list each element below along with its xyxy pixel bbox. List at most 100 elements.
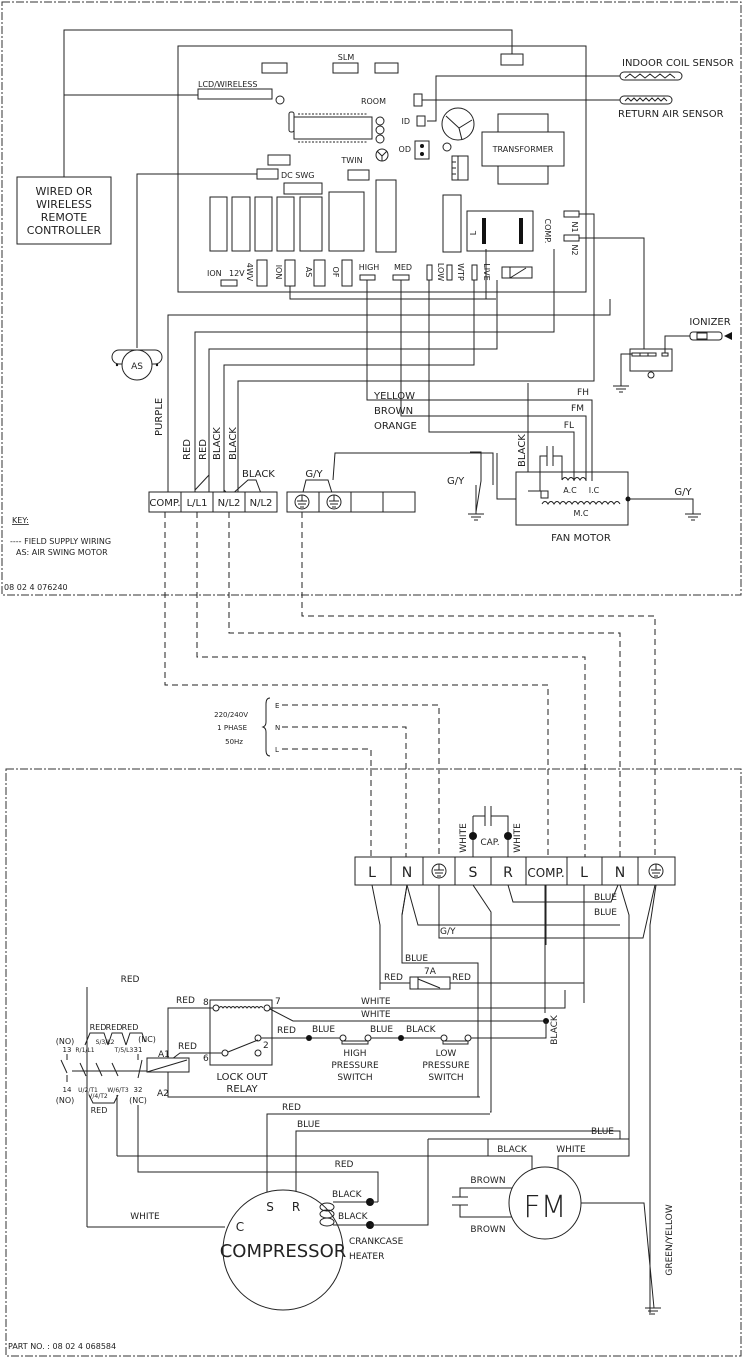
relay-name-1: LOCK OUT [216, 1072, 268, 1083]
wire-blue-label-3: BLUE [405, 954, 428, 964]
fan-motor-fm-label: FM [523, 1190, 566, 1225]
wire-blue-lp-label: BLUE [370, 1025, 393, 1035]
fm-black-label: BLACK [497, 1145, 528, 1155]
ion-relay-label: ION [274, 265, 283, 280]
wire-red-label-2: RED [198, 439, 209, 460]
remote-controller: WIRED OR WIRELESS REMOTE CONTROLLER [16, 176, 112, 245]
slm-label: SLM [338, 53, 355, 62]
crankcase-heater-label-1: CRANKCASE [349, 1237, 404, 1247]
remote-label-4: CONTROLLER [27, 224, 102, 237]
compressor: S R C COMPRESSOR [220, 1189, 347, 1311]
key-field-supply: ---- FIELD SUPPLY WIRING [10, 537, 111, 546]
as-label: AS [304, 267, 313, 278]
compressor-c-terminal: C [236, 1220, 244, 1234]
contactor: A1 A2 (NO) 13 14 (NO) R/1/L1 S/3/L2 T/5/… [56, 1023, 480, 1115]
relay-name-2: RELAY [226, 1084, 258, 1095]
wire-black-label-2: BLACK [228, 427, 239, 460]
key-air-swing: AS: AIR SWING MOTOR [16, 548, 108, 557]
wire-brown-label: BROWN [374, 406, 413, 417]
potentiometer-icon [375, 148, 389, 162]
contactor-14: 14 [63, 1086, 72, 1094]
air-swing-motor-label: AS [131, 362, 143, 372]
lock-out-relay: 8 7 6 2 LOCK OUT RELAY [203, 997, 281, 1095]
wire-white-a-label: WHITE [361, 997, 391, 1007]
contactor-31: 31 [134, 1046, 143, 1054]
contactor-red-a: RED [90, 1023, 107, 1032]
ion-label: ION [207, 269, 222, 278]
contactor-v4: V/4/T2 [88, 1093, 108, 1100]
remote-label-1: WIRED OR [36, 185, 93, 198]
ground-icon [645, 1307, 661, 1315]
earth-icon [431, 863, 447, 879]
wire-black-label-3: BLACK [242, 469, 275, 480]
supply-phase: 1 PHASE [217, 724, 247, 732]
relay-pin-7: 7 [275, 997, 281, 1007]
relay-pin-6: 6 [203, 1054, 209, 1064]
compressor-label: COMPRESSOR [220, 1241, 347, 1262]
4wv-label: 4WV [245, 263, 254, 282]
remote-label-3: REMOTE [41, 211, 87, 224]
terminal-l-l1: L/L1 [187, 498, 208, 509]
contactor-a1: A1 [158, 1050, 170, 1060]
contactor-red-c: RED [122, 1023, 139, 1032]
fan-mc-label: M.C [573, 509, 588, 518]
wire-red-8-label: RED [176, 996, 195, 1006]
heatsink-icon [451, 155, 469, 181]
fuse-icon [501, 266, 533, 279]
terminal-n-l2-2: N/L2 [250, 498, 273, 509]
cap-white-label-2: WHITE [513, 823, 523, 853]
wire-red-top-label: RED [121, 975, 140, 985]
outdoor-fan-motor: FM BLACK WHITE BROWN BROWN [452, 1139, 655, 1309]
wire-green-yellow-label: GREEN/YELLOW [665, 1204, 675, 1275]
wire-yellow-label: YELLOW [373, 391, 415, 402]
high-pressure-switch: HIGH PRESSURE SWITCH [331, 1034, 379, 1083]
contactor-t5: T/5/L3 [114, 1047, 134, 1054]
wire-red-heater-label: RED [335, 1160, 354, 1170]
wire-white-b-label: WHITE [361, 1010, 391, 1020]
earth-icon [326, 494, 342, 510]
contactor-no-bottom: (NO) [56, 1096, 75, 1105]
twin-label: TWIN [340, 156, 362, 165]
earth-icon [294, 494, 310, 510]
wire-red-bottom-label: RED [282, 1103, 301, 1113]
contactor-red-b: RED [106, 1023, 123, 1032]
wire-black-vert-label: BLACK [550, 1014, 560, 1045]
outdoor-part-number: PART NO. : 08 02 4 068584 [8, 1342, 116, 1351]
hp-switch-label-1: HIGH [343, 1049, 366, 1059]
wire-gy-label: G/Y [305, 469, 323, 480]
n1-label: N1 [570, 221, 579, 232]
relay-pin-2: 2 [263, 1041, 269, 1051]
cap-white-label-1: WHITE [459, 823, 469, 853]
terminal-n-l2-1: N/L2 [218, 498, 241, 509]
indoor-section-border [1, 1, 742, 596]
wire-red-label-1: RED [182, 439, 193, 460]
supply-voltage: 220/240V [214, 711, 248, 719]
ionizer: IONIZER [613, 317, 732, 393]
wire-red-mid-label: RED [277, 1026, 296, 1036]
ionizer-label: IONIZER [689, 317, 730, 328]
wire-blue-label-1: BLUE [594, 893, 617, 903]
contactor-nc-bottom: (NC) [129, 1096, 147, 1105]
cap-label: CAP. [480, 838, 499, 848]
fan-high-label: FH [577, 388, 589, 398]
power-supply: 220/240V 1 PHASE 50Hz E N L [214, 697, 440, 860]
heater-black-label-2: BLACK [338, 1212, 369, 1222]
microcontroller-chip [288, 111, 373, 143]
contactor-nc-top: (NC) [138, 1035, 156, 1044]
compressor-s-terminal: S [266, 1200, 274, 1214]
contactor-a2: A2 [157, 1089, 169, 1099]
indoor-coil-sensor: INDOOR COIL SENSOR [619, 58, 734, 81]
indoor-part-number: 08 02 4 076240 [4, 583, 68, 592]
return-air-sensor-label: RETURN AIR SENSOR [618, 109, 724, 120]
outdoor-terminal-n-2: N [615, 865, 625, 881]
od-label: OD [399, 145, 411, 154]
contactor-r1: R/1/L1 [75, 1047, 94, 1054]
fuse-rating: 7A [424, 967, 437, 977]
med-label: MED [394, 263, 412, 272]
air-swing-motor: AS [111, 349, 163, 381]
12v-label: 12V [229, 269, 245, 278]
outdoor-terminal-l-2: L [580, 865, 588, 881]
earth-icon [648, 863, 664, 879]
id-label: ID [401, 117, 410, 126]
contactor-13: 13 [63, 1046, 72, 1054]
